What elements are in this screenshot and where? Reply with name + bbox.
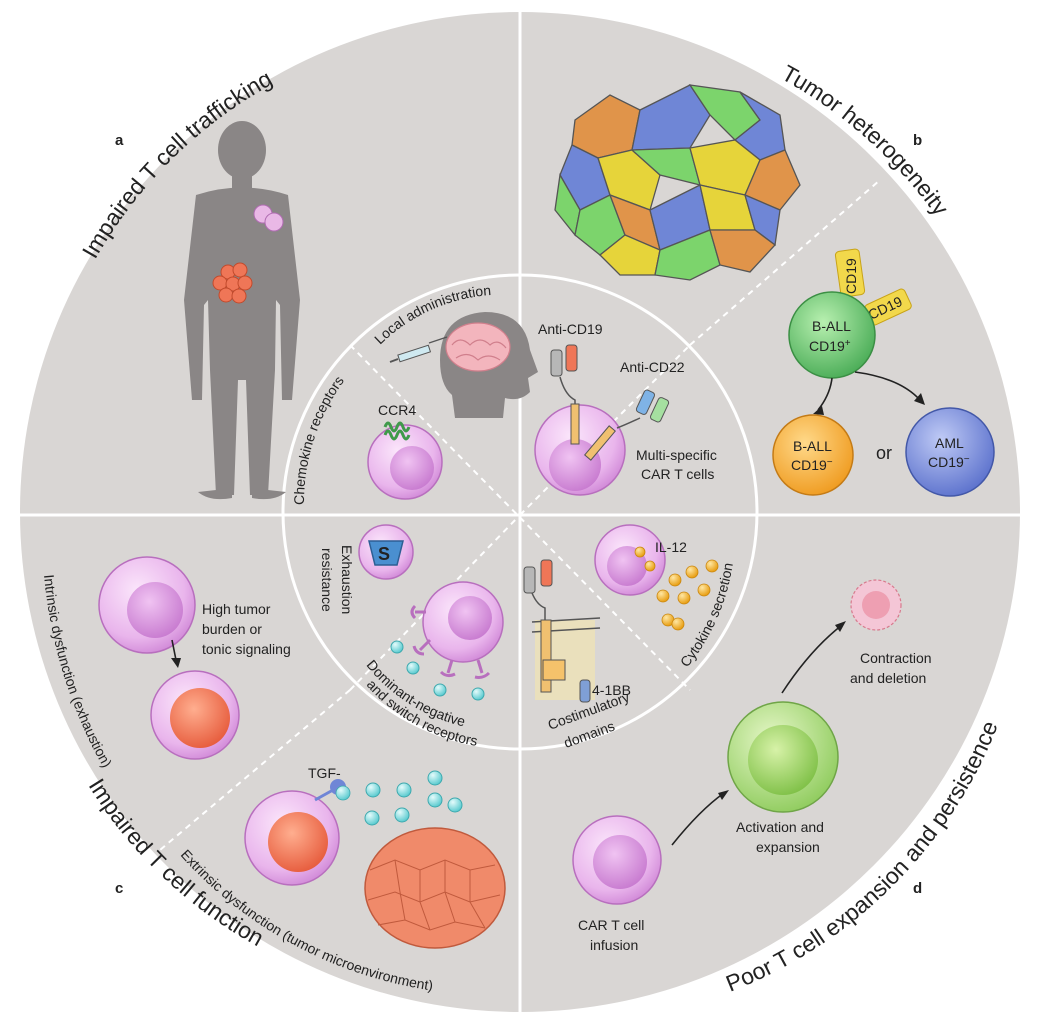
infusion-label-2: infusion bbox=[590, 937, 638, 953]
exhausted-tcell bbox=[150, 670, 240, 760]
il12-beads bbox=[634, 546, 719, 631]
human-silhouette-icon bbox=[184, 121, 300, 500]
ball-neg-label-2: CD19− bbox=[791, 457, 833, 474]
or-label: or bbox=[876, 443, 892, 463]
activation-arrow bbox=[671, 792, 725, 846]
activation-arrowhead bbox=[718, 790, 729, 800]
activation-label-2: expansion bbox=[756, 839, 820, 855]
ball-cd19-positive-cell: CD19 CD19 B-ALL CD19+ bbox=[788, 248, 912, 379]
shield-icon: S bbox=[378, 544, 390, 564]
il12-tcell bbox=[594, 524, 719, 631]
panel-letter-b: b bbox=[913, 132, 922, 149]
anti-cd19-label: Anti-CD19 bbox=[538, 321, 603, 337]
aml-label-2: CD19− bbox=[928, 454, 970, 471]
heterogeneous-tumor bbox=[554, 84, 801, 281]
syringe-icon bbox=[389, 336, 448, 363]
healthy-tcell bbox=[98, 556, 196, 654]
high-tumor-label-3: tonic signaling bbox=[202, 641, 291, 657]
il12-label: IL-12 bbox=[655, 539, 687, 555]
switch-receptor-tcell bbox=[390, 581, 504, 701]
contracting-tcell bbox=[850, 579, 902, 631]
ccr4-label: CCR4 bbox=[378, 402, 416, 418]
tgf-molecules bbox=[364, 770, 463, 826]
ball-pos-label-1: B-ALL bbox=[812, 318, 851, 334]
multi-specific-label-1: Multi-specific bbox=[636, 447, 717, 463]
exhaustion-arrowhead bbox=[171, 658, 181, 668]
contraction-arrowhead bbox=[835, 621, 846, 632]
car-tcell-infusion bbox=[572, 815, 662, 905]
ball-neg-label-1: B-ALL bbox=[793, 438, 832, 454]
high-tumor-label-1: High tumor bbox=[202, 601, 271, 617]
panel-letter-d: d bbox=[913, 880, 922, 897]
multi-specific-label-2: CAR T cells bbox=[641, 466, 714, 482]
ball-pos-label-2: CD19+ bbox=[809, 338, 851, 355]
activation-label-1: Activation and bbox=[736, 819, 824, 835]
lung-tumor-icon bbox=[253, 204, 284, 232]
anti-cd22-label: Anti-CD22 bbox=[620, 359, 685, 375]
contraction-label-1: Contraction bbox=[860, 650, 932, 666]
tumor-microenvironment-mass bbox=[364, 827, 506, 949]
four-1bb-label: 4-1BB bbox=[592, 682, 631, 698]
multi-specific-car-tcell bbox=[534, 344, 670, 496]
activated-tcell bbox=[727, 701, 839, 813]
high-tumor-label-2: burden or bbox=[202, 621, 262, 637]
aml-label-1: AML bbox=[935, 435, 964, 451]
car-costimulatory-construct bbox=[523, 559, 601, 703]
aml-cd19-negative-cell: AML CD19− bbox=[905, 407, 995, 497]
inner-circle bbox=[281, 273, 759, 751]
abdominal-tumor-icon bbox=[212, 262, 253, 304]
ball-cd19-negative-cell: B-ALL CD19− bbox=[772, 414, 854, 496]
tgf-receptor-tcell bbox=[244, 779, 351, 886]
contraction-arrow bbox=[781, 624, 843, 694]
tgf-label: TGF- bbox=[308, 765, 341, 781]
exhaustion-arrow bbox=[171, 639, 177, 661]
exhaustion-label-2: resistance bbox=[319, 548, 335, 612]
contraction-label-2: and deletion bbox=[850, 670, 926, 686]
exhaustion-label-1: Exhaustion bbox=[339, 545, 355, 614]
head-brain-icon bbox=[440, 312, 538, 418]
panel-letter-c: c bbox=[115, 880, 123, 897]
cd19-tag-1: CD19 bbox=[843, 258, 859, 294]
infusion-label-1: CAR T cell bbox=[578, 917, 644, 933]
ccr4-tcell bbox=[367, 421, 443, 500]
exhaustion-resistant-tcell: S bbox=[358, 524, 414, 580]
panel-letter-a: a bbox=[115, 132, 124, 149]
subclone-arrows bbox=[817, 371, 921, 411]
